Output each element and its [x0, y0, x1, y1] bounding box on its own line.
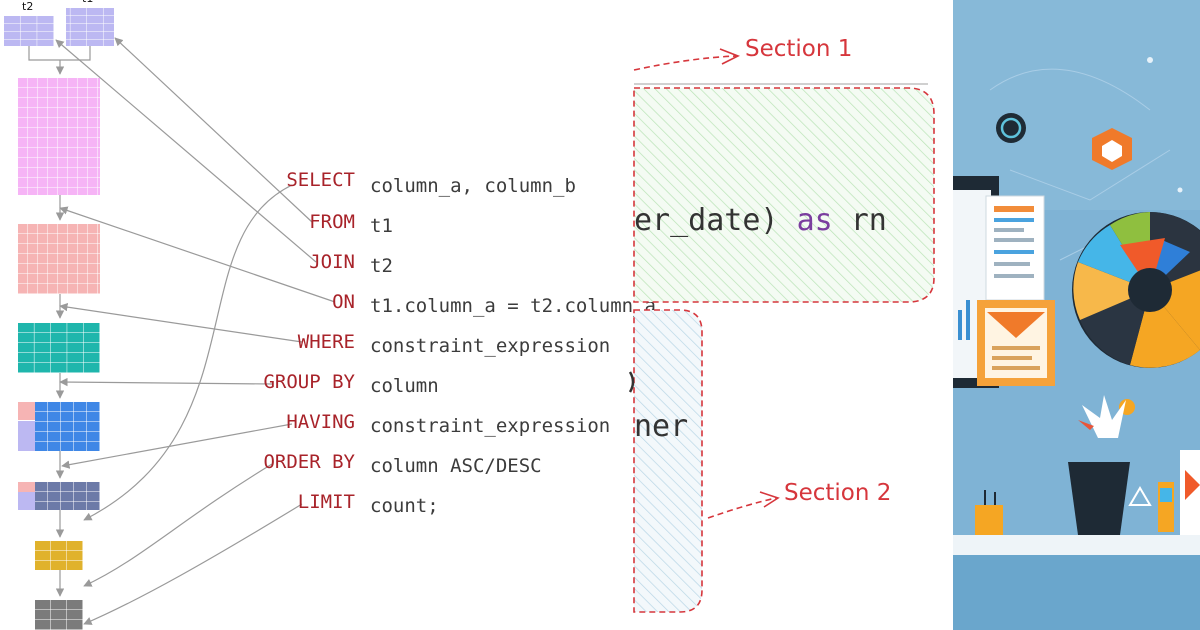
section-1-label: Section 1 — [745, 36, 852, 62]
code-line-1: er_date) as rn — [634, 203, 887, 238]
plant-pot-illustration — [1068, 395, 1130, 535]
sql-keyword-where: WHERE — [298, 331, 355, 353]
table-grouped — [18, 402, 100, 451]
sql-args-on: t1.column_a = t2.column_a — [370, 295, 656, 317]
table-limited — [35, 600, 83, 630]
table-t2-label: t2 — [22, 0, 33, 13]
sql-keyword-having: HAVING — [286, 411, 355, 433]
select-arrow — [83, 184, 293, 521]
sql-args-select: column_a, column_b — [370, 175, 576, 197]
sql-keyword-order-by: ORDER BY — [263, 451, 355, 473]
shelf — [953, 535, 1200, 557]
sql-args-limit: count; — [370, 495, 439, 517]
section-1-pointer — [633, 55, 737, 71]
group-by-arrow — [59, 377, 273, 387]
sql-keyword-group-by: GROUP BY — [263, 371, 355, 393]
table-having-filtered — [18, 482, 100, 510]
table-selected — [35, 541, 83, 570]
order-by-arrow — [83, 463, 273, 587]
desk-items-illustration — [975, 450, 1200, 535]
report-card-illustration — [985, 195, 1045, 301]
table-flow-diagram: t2 t1 — [4, 0, 114, 630]
sql-keyword-on: ON — [332, 291, 355, 313]
from-arrow — [114, 37, 313, 223]
clause-connectors — [55, 37, 336, 625]
sql-args-group-by: column — [370, 375, 439, 397]
on-arrow — [59, 206, 336, 303]
limit-arrow — [83, 503, 303, 625]
section-2-box — [633, 309, 703, 613]
hexagon-icon — [1092, 128, 1132, 170]
sql-args-from: t1 — [370, 215, 393, 237]
sql-keyword-select: SELECT — [286, 169, 355, 191]
table-t2 — [4, 16, 54, 46]
table-t1 — [66, 8, 114, 46]
where-arrow — [59, 302, 303, 343]
sql-keyword-join: JOIN — [309, 251, 355, 273]
code-line-2: ner — [634, 409, 688, 444]
section-1-box — [633, 87, 935, 303]
having-arrow — [61, 423, 293, 469]
sql-args-having: constraint_expression — [370, 415, 610, 437]
code-sections-panel: er_date) as rn ner Section 1 Section 2 — [628, 36, 935, 613]
table-where-filtered — [18, 323, 100, 373]
table-t1-label: t1 — [82, 0, 93, 5]
analytics-illustration — [953, 0, 1200, 630]
code-paren-fragment — [628, 371, 635, 393]
section-2-label: Section 2 — [784, 480, 891, 506]
join-arrow — [55, 39, 317, 263]
merge-connector — [28, 46, 91, 74]
sql-args-order-by: column ASC/DESC — [370, 455, 542, 477]
table-joined — [18, 78, 100, 195]
table-on-filtered — [18, 224, 100, 294]
orange-document-illustration — [977, 300, 1055, 386]
section-2-pointer — [707, 497, 777, 519]
sql-args-where: constraint_expression — [370, 335, 610, 357]
sql-args-join: t2 — [370, 255, 393, 277]
sql-query-listing: SELECT column_a, column_b FROM t1 JOIN t… — [263, 169, 656, 517]
pie-chart-illustration — [1072, 212, 1200, 368]
badge-icon — [996, 113, 1026, 143]
sql-keyword-limit: LIMIT — [298, 491, 355, 513]
sql-keyword-from: FROM — [309, 211, 355, 233]
